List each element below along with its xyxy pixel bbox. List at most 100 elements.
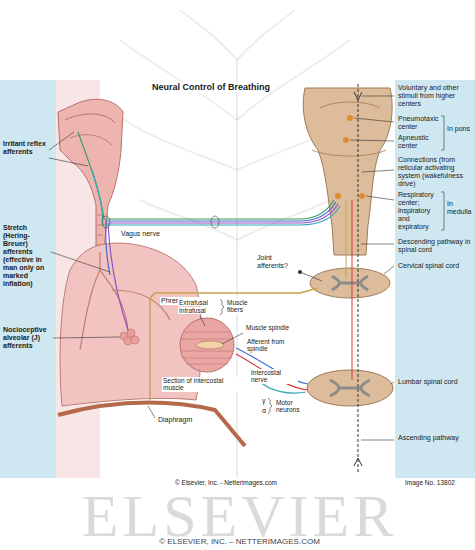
art-shape [92,170,340,225]
art-shape [49,158,88,166]
art-shape [110,110,237,170]
art-shape [220,299,224,315]
leader-lines [49,96,444,440]
art-shape [395,80,475,478]
center-label: Respiratory center; inspiratory and expi… [398,191,442,231]
art-shape [354,92,362,100]
pathway-label: Descending pathway in spinal cord [398,238,473,254]
part-label: Extrafusal [178,299,209,306]
art-shape [127,329,135,337]
art-shape [0,80,56,478]
art-shape [200,316,205,326]
afferent-label: Irritant reflex afferents [3,140,53,156]
art-shape [312,102,386,156]
art-shape [347,115,353,121]
art-shape [354,118,394,122]
joint-afferent [298,270,322,281]
afferent-label: Nocioceptive alveolar (J) afferents [3,326,53,350]
cord-label: Lumbar spinal cord [398,378,473,386]
spinal-cord-sections [307,268,393,406]
art-shape [180,332,234,364]
art-shape [196,341,224,349]
art-shape [53,337,120,338]
pathway-label: Ascending pathway [398,434,473,442]
nerve-label: Intercostal nerve [250,369,298,384]
art-shape [441,192,444,230]
part-label: Afferent from spindle [246,338,298,353]
art-shape [362,96,394,97]
art-shape [298,270,302,274]
part-label: Joint afferents? [256,254,300,270]
part-label: Diaphragm [157,416,193,424]
art-shape [384,266,394,274]
art-shape [108,204,338,330]
part-label: Intrafusal [178,307,207,314]
art-shape [330,380,370,396]
region-label: In pons [447,125,473,133]
art-shape [346,200,347,278]
art-shape [150,288,318,400]
art-shape [352,200,353,380]
art-shape [335,193,341,199]
intercostal-nerve [236,348,308,393]
intercostal-muscle [180,318,234,372]
brainstem [303,88,392,255]
image-number: Image No. 13802 [405,479,473,486]
art-shape [58,99,123,252]
art-shape [332,276,368,290]
center-label: Connections (from reticular activating s… [398,156,473,188]
art-shape [237,200,330,240]
art-shape [343,137,349,143]
part-label: Section of intercostal muscle [162,377,242,392]
cord-label: Cervical spinal cord [398,262,473,270]
art-shape [180,318,234,372]
art-shape [354,458,362,466]
phrenic-nerve [150,288,318,400]
afferent-label: Stretch (Hering-Breuer) afferents (effec… [3,224,53,288]
art-shape [358,84,359,472]
art-shape [49,132,74,150]
art-shape [148,406,155,418]
greek-symbol: γ [261,397,267,405]
art-shape [303,88,392,255]
art-shape [70,135,112,145]
art-shape [222,333,243,344]
art-shape [362,170,394,172]
part-label: Muscle spindle [245,324,290,331]
art-shape [65,114,115,123]
art-shape [366,196,394,200]
art-shape [361,244,394,245]
art-shape [131,336,139,344]
region-label: In medulla [447,200,473,216]
art-shape [359,193,365,199]
greek-symbol: α [261,407,267,415]
art-shape [106,202,336,275]
art-shape [307,370,393,406]
art-shape [310,268,390,298]
diagram-title: Neural Control of Breathing [150,82,272,92]
diaphragm [58,403,245,446]
art-shape [361,440,394,441]
art-shape [58,403,245,446]
copyright-note: © ELSEVIER, INC. – NETTERIMAGES.COM [2,537,475,546]
watermark-tree [110,10,370,478]
art-shape [236,348,308,384]
art-shape [237,10,295,60]
art-shape [350,140,394,141]
nerve-label: Vagus nerve [120,230,161,238]
part-label: Muscle fibers [226,299,258,314]
head-airway [58,99,123,252]
art-shape [391,382,394,384]
art-shape [51,252,110,272]
central-pathway [346,84,362,472]
center-label: Pneumotaxic center [398,115,442,131]
art-shape [300,272,322,281]
art-shape [236,354,308,390]
art-shape [120,40,237,120]
art-shape [180,10,237,60]
art-shape [268,398,272,414]
center-label: Voluntary and other stimuli from higher … [398,84,473,108]
center-label: Apneustic center [398,134,442,150]
